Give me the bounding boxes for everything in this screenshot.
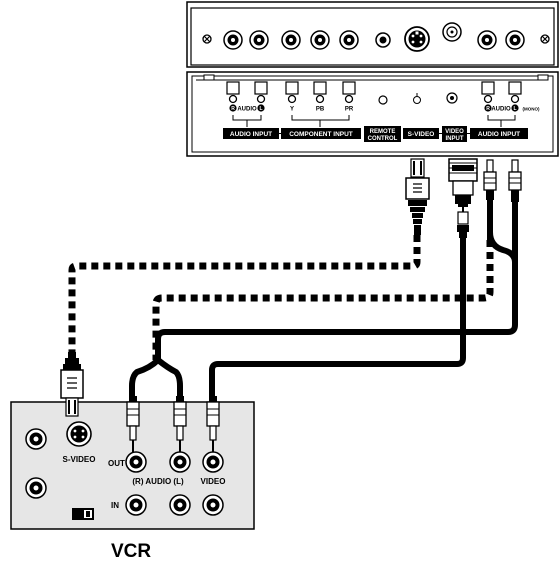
rca-jack-icon (202, 451, 224, 473)
rf-jack-icon (442, 22, 462, 42)
vcr-title: VCR (111, 541, 151, 562)
rca-jack-icon (169, 494, 191, 516)
s-video-cable (68, 235, 421, 352)
audio-cable-solid (155, 200, 518, 362)
rca-jack-icon (202, 494, 224, 516)
label-video-input-2: INPUT (446, 136, 464, 142)
rca-jack-icon (223, 30, 243, 50)
s-video-jack-icon (66, 421, 92, 447)
jack-label-pr: PR (345, 107, 354, 113)
rca-jack-icon (505, 30, 525, 50)
label-video-input-1: VIDEO (445, 129, 464, 135)
rca-jack-icon (249, 30, 269, 50)
label-remote-control-2: CONTROL (368, 136, 398, 142)
rf-jack-icon (25, 477, 47, 499)
screw-icon (537, 74, 549, 81)
jack-label-r2: R (486, 106, 490, 112)
vcr-label-out: OUT (108, 459, 125, 468)
rf-jack-icon (25, 428, 47, 450)
label-s-video: S-VIDEO (408, 131, 435, 138)
cables (68, 200, 518, 398)
video-cable (209, 257, 466, 398)
remote-sensor-icon (378, 95, 388, 105)
screw-icon (202, 34, 212, 44)
vcr-side-plugs (60, 352, 220, 452)
s-video-plug-icon (60, 352, 84, 417)
jack-label-y: Y (290, 107, 294, 113)
audio-plug-icon (173, 396, 187, 452)
tv-side-plugs (405, 158, 522, 258)
audio-cable-dotted (152, 240, 494, 360)
rca-jack-icon (477, 30, 497, 50)
audio-plug-icon (483, 159, 497, 240)
rca-jack-icon (339, 30, 359, 50)
jack-label-r: R (231, 106, 235, 112)
label-audio-input-right: AUDIO INPUT (478, 131, 520, 138)
label-remote-control-1: REMOTE (370, 129, 396, 135)
label-audio-input: AUDIO INPUT (230, 131, 272, 138)
rca-jack-icon (375, 32, 391, 48)
video-plug-icon (206, 396, 220, 452)
switch-icon (72, 508, 94, 520)
s-video-plug-icon (405, 158, 430, 235)
rca-jack-icon (125, 451, 147, 473)
input-label-bar (223, 126, 528, 142)
jack-label-pb: PB (316, 107, 325, 113)
video-symbol-icon (446, 92, 458, 104)
vcr-label-audio: (R) AUDIO (L) (132, 477, 184, 486)
s-video-jack-icon (404, 26, 430, 52)
rca-jack-icon (125, 494, 147, 516)
jack-label-mono: (MONO) (523, 107, 540, 112)
video-plug-icon (448, 158, 478, 258)
screw-icon (203, 74, 215, 81)
jack-label-audio: AUDIO (237, 107, 257, 113)
vcr-label-video: VIDEO (201, 477, 226, 486)
vcr-label-in: IN (111, 501, 119, 510)
s-video-symbol-icon (413, 93, 421, 104)
tv-input-panel: R AUDIO L Y PB PR R AUDIO L (MONO) (186, 71, 559, 157)
vcr-label-s-video: S-VIDEO (63, 455, 96, 464)
screw-icon (540, 34, 550, 44)
rca-jack-icon (169, 451, 191, 473)
audio-plug-icon (126, 396, 140, 452)
rca-jack-icon (310, 30, 330, 50)
audio-plug-icon (508, 159, 522, 202)
jack-label-l2: L (513, 106, 516, 112)
rca-jack-icon (281, 30, 301, 50)
jack-label-l: L (259, 106, 262, 112)
tv-top-panel (186, 1, 559, 68)
jack-label-audio2: AUDIO (491, 107, 511, 113)
label-component-input: COMPONENT INPUT (289, 131, 353, 138)
